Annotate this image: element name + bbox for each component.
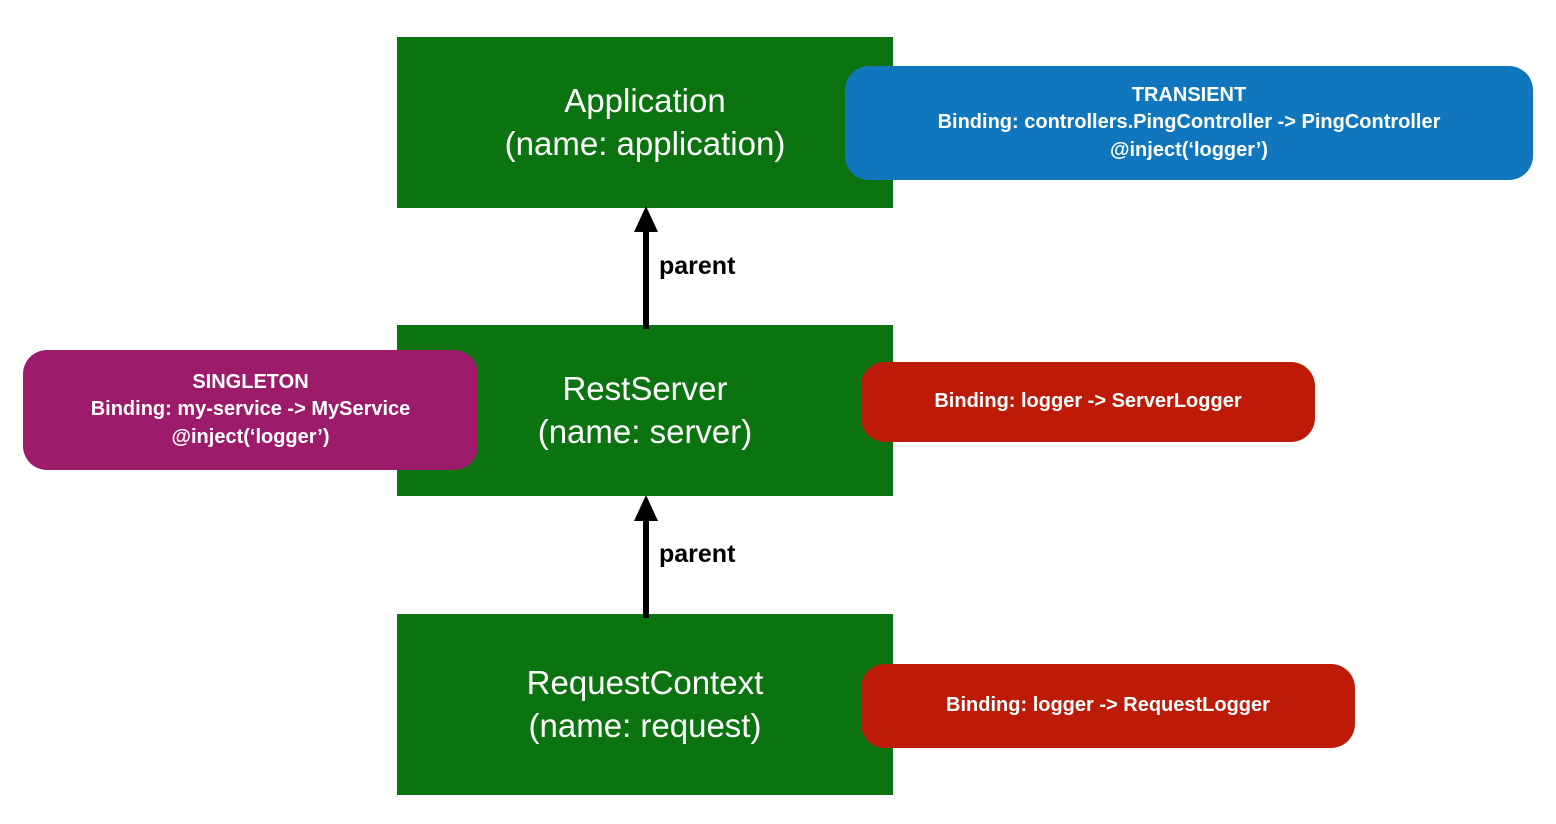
context-name-server: RestServer [562,370,728,408]
annotation-inject-transient: @inject(‘logger’) [1109,138,1269,161]
context-box-application[interactable]: Application (name: application) [397,37,893,208]
annotation-inject-singleton: @inject(‘logger’) [171,425,330,448]
edge-label-request-to-server: parent [659,540,736,568]
annotation-binding-singleton: Binding: my-service -> MyService [90,398,411,421]
context-detail-server: (name: server) [537,412,753,450]
annotation-binding-server-logger[interactable]: Binding: logger -> ServerLogger [861,362,1315,442]
annotation-binding-request-logger-text: Binding: logger -> RequestLogger [946,694,1270,717]
context-name-request: RequestContext [526,664,764,702]
annotation-binding-server-logger-text: Binding: logger -> ServerLogger [934,390,1242,413]
context-name-application: Application [564,82,726,120]
arrow-request-to-server [632,493,660,618]
annotation-transient-ping-controller[interactable]: TRANSIENT Binding: controllers.PingContr… [845,66,1533,180]
annotation-binding-request-logger[interactable]: Binding: logger -> RequestLogger [861,664,1355,748]
annotation-scope-transient: TRANSIENT [1131,83,1247,106]
context-detail-application: (name: application) [504,124,786,162]
context-box-server[interactable]: RestServer (name: server) [397,325,893,496]
arrow-server-to-application [632,204,660,329]
annotation-binding-transient: Binding: controllers.PingController -> P… [937,111,1441,134]
context-detail-request: (name: request) [528,706,762,744]
annotation-singleton-my-service[interactable]: SINGLETON Binding: my-service -> MyServi… [23,350,478,470]
edge-label-server-to-application: parent [659,252,736,280]
context-box-request[interactable]: RequestContext (name: request) [397,614,893,795]
annotation-scope-singleton: SINGLETON [192,370,309,393]
